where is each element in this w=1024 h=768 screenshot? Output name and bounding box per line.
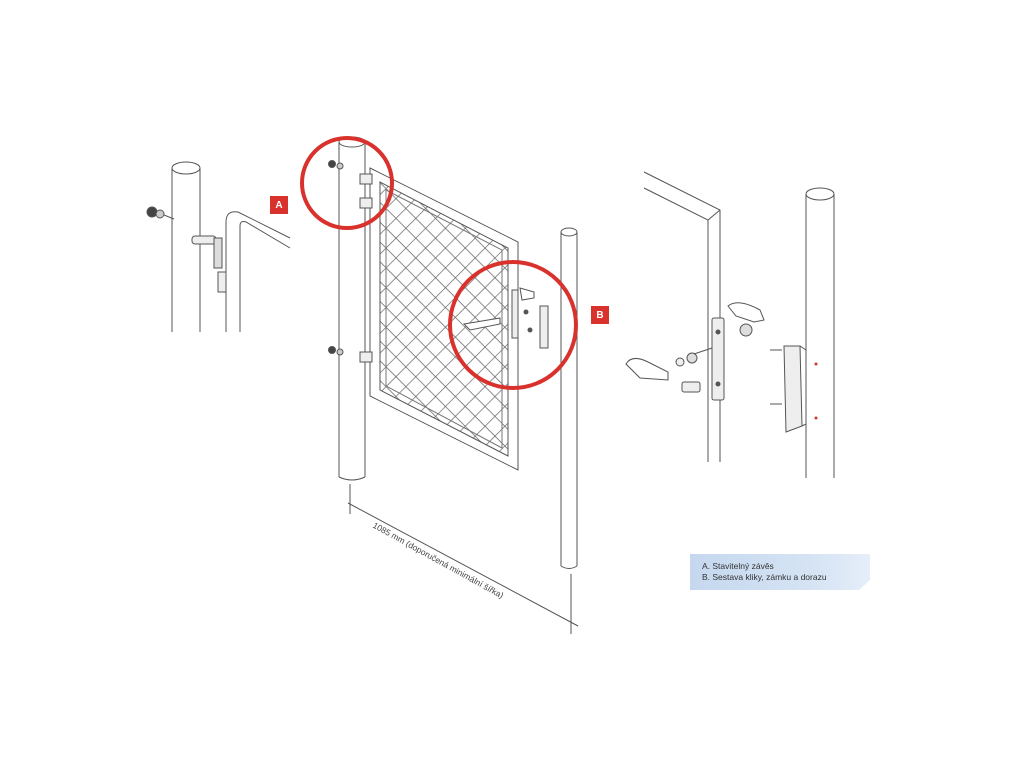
gate-leaf [369, 167, 519, 471]
dimension-line [347, 484, 579, 634]
lock-parts [462, 287, 549, 349]
gate-assembly [328, 136, 578, 569]
marker-a: A [270, 196, 288, 214]
hinge-post [338, 136, 366, 481]
lock-detail-b [625, 171, 835, 478]
door-handle-outer [727, 302, 765, 337]
striker-plate [770, 345, 818, 433]
lock-plate [711, 317, 725, 401]
legend-item-a: A. Stavitelný závěs [702, 561, 774, 571]
hinge-detail-a [146, 161, 291, 332]
gate-frame-right [643, 171, 721, 462]
legend-box: A. Stavitelný závěs B. Sestava kliky, zá… [690, 554, 870, 590]
post-right-detail [805, 187, 835, 478]
hinge-parts [328, 160, 373, 363]
highlight-circle-a [300, 136, 394, 230]
hinge-bolt [146, 206, 227, 293]
highlight-circle-b [448, 260, 578, 390]
lock-post [560, 227, 578, 569]
door-handle-inner [625, 347, 713, 393]
legend-item-b: B. Sestava kliky, zámku a dorazu [702, 572, 827, 582]
marker-b: B [591, 306, 609, 324]
gate-frame-corner [225, 211, 291, 332]
post-left-detail [171, 161, 201, 332]
